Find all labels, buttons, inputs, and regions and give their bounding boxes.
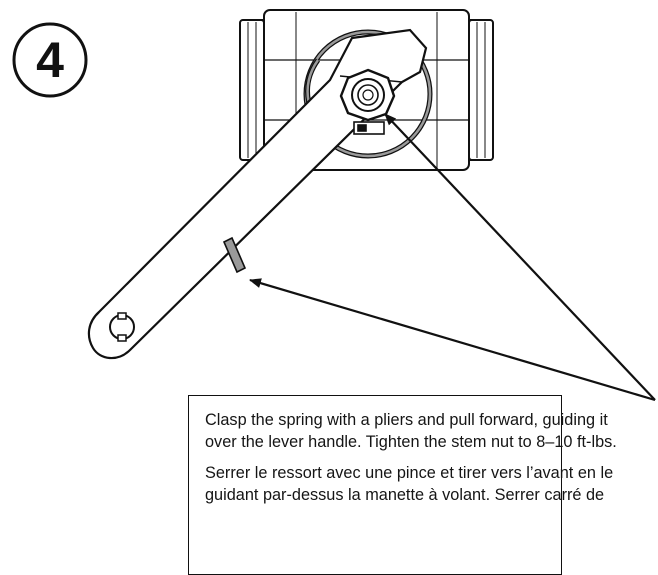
step-number-badge: 4 <box>11 21 89 99</box>
stop-tab <box>353 121 385 135</box>
instruction-english: Clasp the spring with a pliers and pull … <box>205 411 617 451</box>
stem-nut <box>339 68 396 122</box>
step-number: 4 <box>36 32 64 88</box>
leader-lines <box>249 113 656 402</box>
spring-tail <box>222 236 247 274</box>
step-circle-icon <box>12 22 88 98</box>
arrow-to-spring-tail <box>249 278 656 402</box>
diagram-stage: 4 Clasp the spring with a pliers and pul… <box>11 9 656 575</box>
valve-illustration <box>87 9 656 402</box>
instruction-box: Clasp the spring with a pliers and pull … <box>188 395 617 575</box>
arrow-to-stem-nut <box>384 113 656 401</box>
instruction-french: Serrer le ressort avec une pince et tire… <box>205 464 614 504</box>
